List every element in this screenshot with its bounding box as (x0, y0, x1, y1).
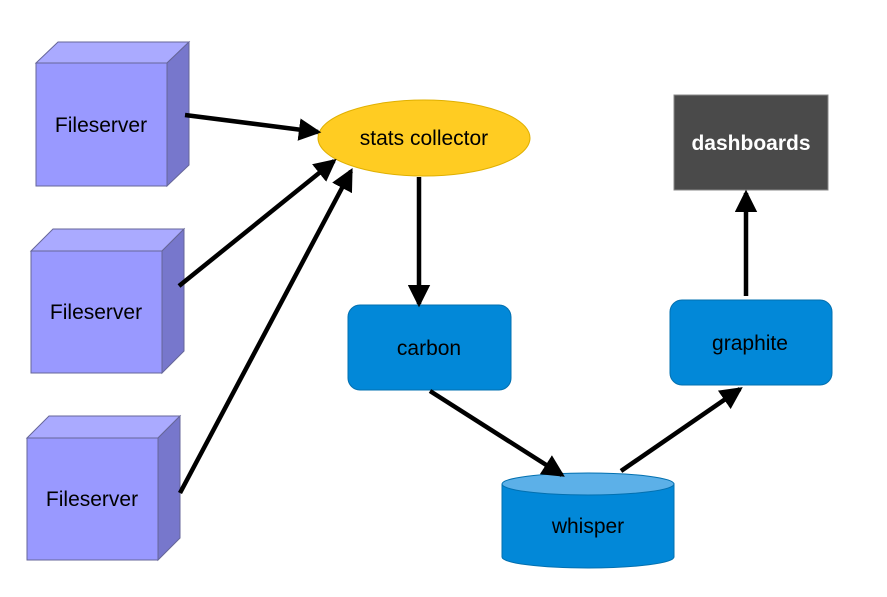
fileserver-cube-top (25, 415, 182, 439)
fileserver-label: Fileserver (50, 301, 142, 324)
arrow-carbon-to-whisper (428, 389, 565, 477)
fileserver-label: Fileserver (55, 114, 147, 137)
fileserver-cube-front (35, 62, 168, 187)
fileserver-cube-front (26, 437, 159, 561)
dashboards-label: dashboards (691, 132, 810, 155)
graphite-node: graphite (669, 299, 833, 386)
whisper-label: whisper (551, 515, 624, 538)
arrow-whisper-to-graphite (619, 387, 743, 473)
whisper-cylinder-body (501, 483, 675, 569)
carbon-label: carbon (397, 337, 461, 360)
fileserver-node-3: Fileserver (25, 414, 182, 562)
carbon-node: carbon (347, 304, 512, 391)
fileserver-node-1: Fileserver (34, 40, 191, 188)
fileserver-label: Fileserver (46, 488, 138, 511)
fileserver-cube-side (157, 414, 181, 562)
whisper-cylinder-top (501, 472, 675, 496)
arrow-fileserver-3-to-collector (178, 168, 353, 495)
dashboards-node: dashboards (673, 94, 829, 191)
fileserver-node-2: Fileserver (29, 227, 186, 375)
stats-collector-node: stats collector (317, 99, 531, 177)
fileserver-cube-top (34, 41, 191, 64)
arrow-fileserver-1-to-collector (184, 112, 322, 141)
arrow-fileserver-2-to-collector (177, 158, 337, 288)
fileserver-cube-front (30, 250, 163, 374)
fileserver-cube-top (29, 228, 186, 252)
stats-collector-label: stats collector (360, 127, 488, 150)
fileserver-cube-side (161, 227, 185, 375)
whisper-node: whisper (501, 472, 675, 569)
graphite-label: graphite (712, 332, 788, 355)
edges (177, 112, 758, 495)
graphite-box (669, 299, 833, 386)
